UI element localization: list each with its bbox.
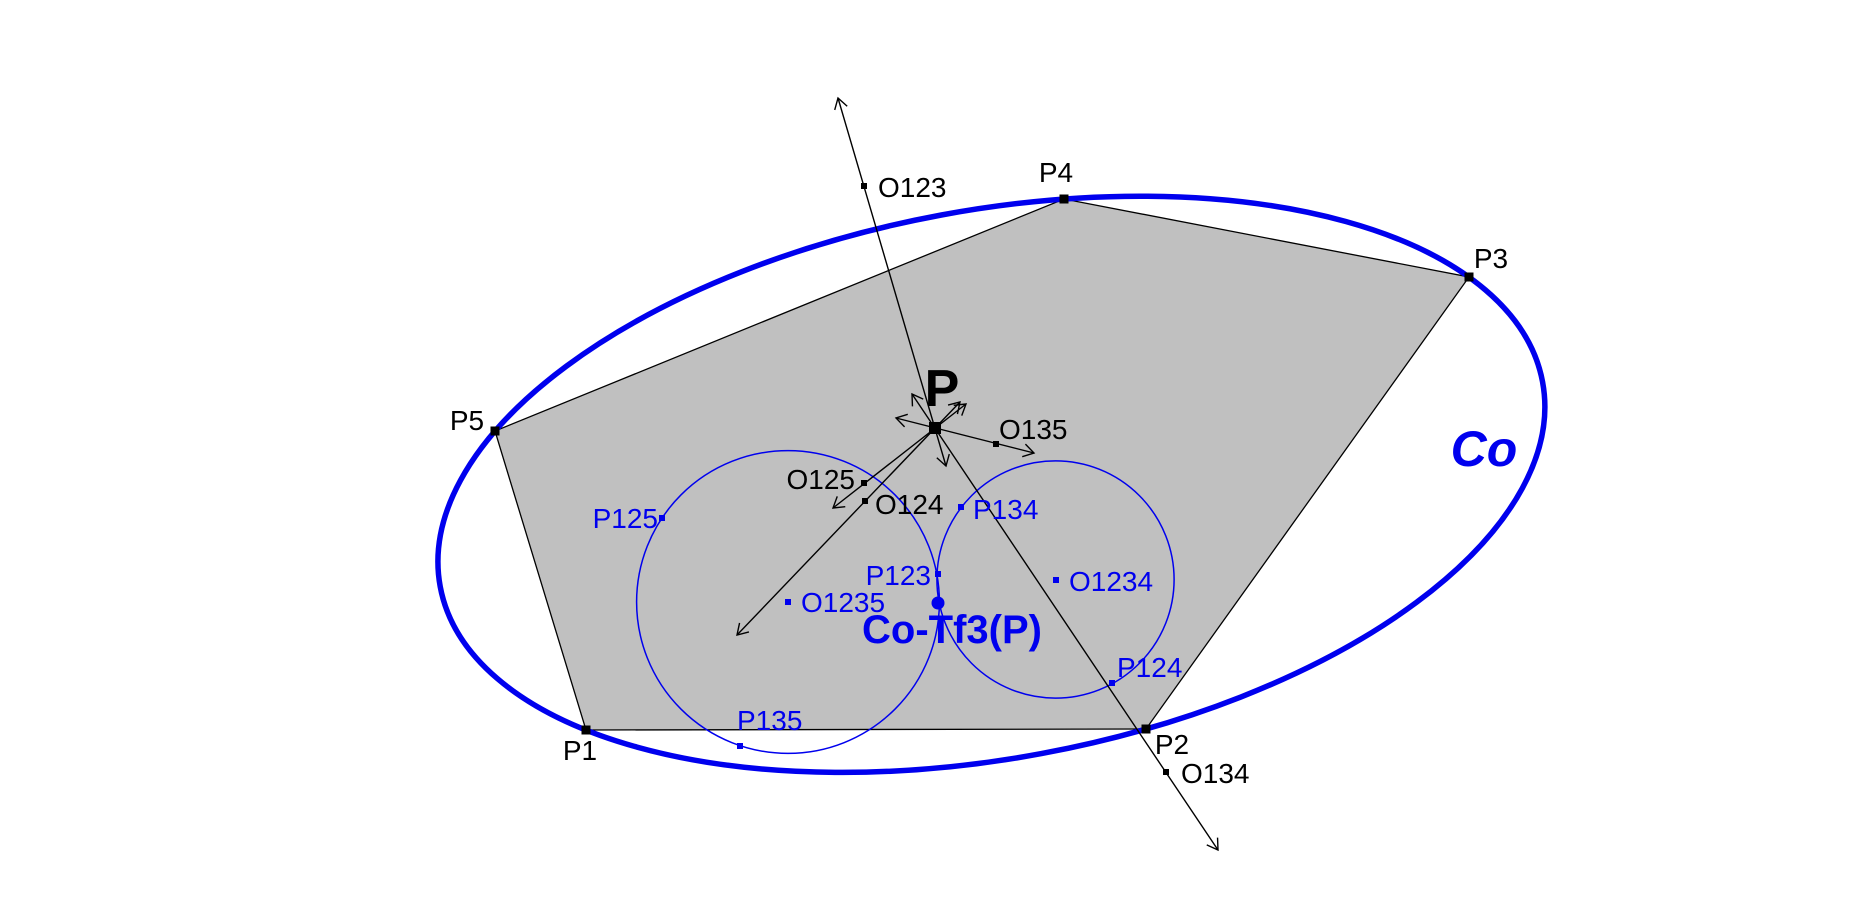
point-P5: [490, 426, 500, 436]
annotation-conic-label: Co: [1451, 421, 1518, 477]
point-P125: [659, 515, 665, 521]
point-O1235: [785, 599, 791, 605]
point-P124: [1109, 680, 1115, 686]
label-P: P: [925, 360, 960, 418]
label-P4: P4: [1039, 157, 1073, 188]
points-layer: [490, 183, 1474, 775]
point-O125: [861, 480, 867, 486]
label-P124: P124: [1117, 652, 1182, 683]
label-P2: P2: [1155, 729, 1189, 760]
label-P123: P123: [866, 560, 931, 591]
point-P: [929, 422, 941, 434]
label-O135: O135: [999, 414, 1068, 445]
point-P134: [958, 504, 964, 510]
label-O134: O134: [1181, 758, 1250, 789]
label-P135: P135: [737, 705, 802, 736]
point-P123: [935, 571, 941, 577]
label-O125: O125: [787, 464, 856, 495]
point-CoTf3-point: [931, 596, 945, 610]
axis-line-O124: [736, 401, 961, 636]
label-P134: P134: [973, 494, 1038, 525]
point-P3: [1464, 272, 1474, 282]
label-O1235: O1235: [801, 587, 885, 618]
point-O135: [993, 441, 999, 447]
label-O1234: O1234: [1069, 566, 1153, 597]
label-P125: P125: [593, 503, 658, 534]
point-O124: [862, 498, 868, 504]
point-P1: [581, 725, 591, 735]
label-O124: O124: [875, 489, 944, 520]
point-P4: [1059, 194, 1069, 204]
label-O123: O123: [878, 172, 947, 203]
label-P3: P3: [1474, 243, 1508, 274]
point-P2: [1141, 724, 1151, 734]
annotation-transform-label: Co-Tf3(P): [862, 608, 1042, 652]
point-O134: [1163, 769, 1169, 775]
point-P135: [737, 743, 743, 749]
label-P1: P1: [563, 735, 597, 766]
point-O123: [861, 183, 867, 189]
point-O1234: [1053, 577, 1059, 583]
label-P5: P5: [450, 405, 484, 436]
